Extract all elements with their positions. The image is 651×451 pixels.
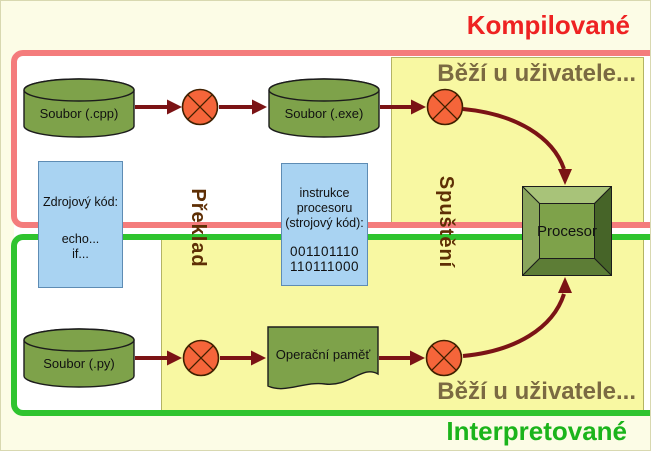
instructions-code: 001101110 [289, 244, 360, 259]
arrowhead-exe [252, 99, 267, 115]
compiled-heading: Kompilované [466, 10, 630, 40]
arrowhead-step3 [167, 350, 182, 366]
arrowhead-step2 [411, 99, 426, 115]
process-step-icon [182, 339, 220, 377]
node-file-exe: Soubor (.exe) [268, 78, 380, 138]
source-code-box: Zdrojový kód: echo... if... [38, 161, 123, 288]
node-memory: Operační paměť [267, 326, 379, 392]
file-cpp-label: Soubor (.cpp) [39, 105, 119, 121]
node-file-py: Soubor (.py) [23, 328, 135, 388]
file-py-label: Soubor (.py) [43, 355, 115, 371]
arrowhead-memory [251, 350, 266, 366]
document-icon [267, 326, 379, 390]
source-code-line: if... [72, 247, 89, 261]
arrow-step2-to-processor [462, 107, 566, 170]
file-exe-label: Soubor (.exe) [284, 105, 364, 121]
execution-label: Spuštění [435, 175, 457, 269]
runs-at-user-bottom: Běží u uživatele... [437, 378, 636, 405]
translation-label: Překlad [187, 188, 209, 268]
processor-icon [522, 186, 612, 276]
node-processor: Procesor [522, 186, 612, 276]
cylinder-icon [23, 328, 135, 388]
instructions-box: instrukce procesoru (strojový kód): 0011… [281, 163, 368, 286]
arrowhead-processor-bottom [558, 277, 572, 293]
source-code-title: Zdrojový kód: [42, 195, 119, 209]
instructions-line: instrukce [299, 186, 350, 200]
node-file-cpp: Soubor (.cpp) [23, 78, 135, 138]
instructions-line: (strojový kód): [285, 216, 364, 230]
memory-label: Operační paměť [275, 346, 371, 362]
source-code-line: echo... [61, 232, 100, 246]
process-step-icon [181, 88, 219, 126]
instructions-line: procesoru [296, 201, 353, 215]
arrowhead-processor-top [558, 169, 572, 185]
arrowhead-step4 [410, 350, 425, 366]
processor-label: Procesor [536, 222, 598, 240]
process-step-icon [426, 88, 464, 126]
arrow-step4-to-processor [462, 293, 566, 358]
instructions-code: 110111000 [289, 259, 360, 274]
cylinder-icon [23, 78, 135, 138]
cylinder-icon [268, 78, 380, 138]
interpreted-heading: Interpretované [446, 416, 627, 446]
runs-at-user-top: Běží u uživatele... [437, 60, 636, 87]
process-step-icon [425, 339, 463, 377]
arrowhead-step1 [167, 99, 182, 115]
